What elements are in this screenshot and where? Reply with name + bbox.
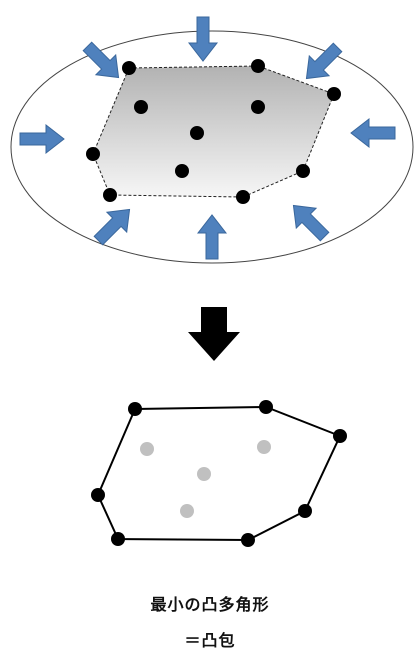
data-point bbox=[175, 164, 189, 178]
interior-point bbox=[257, 440, 271, 454]
data-point bbox=[122, 61, 136, 75]
caption-title: 最小の凸多角形 bbox=[150, 595, 270, 614]
data-point bbox=[134, 100, 148, 114]
hull-vertex-point bbox=[128, 402, 142, 416]
hull-vertex-point bbox=[333, 429, 347, 443]
interior-point bbox=[180, 504, 194, 518]
down-arrow-icon bbox=[188, 307, 240, 361]
hull-vertex-point bbox=[259, 400, 273, 414]
shaded-hull-region bbox=[92, 65, 335, 198]
data-point bbox=[296, 164, 310, 178]
convex-hull-outline bbox=[96, 405, 342, 542]
hull-vertex-point bbox=[91, 488, 105, 502]
data-point bbox=[86, 147, 100, 161]
data-point bbox=[251, 59, 265, 73]
interior-point bbox=[197, 467, 211, 481]
hull-vertex-point bbox=[298, 504, 312, 518]
hull-vertex-point bbox=[111, 532, 125, 546]
caption-subtitle: ＝凸包 bbox=[184, 631, 236, 650]
data-point bbox=[103, 188, 117, 202]
data-point bbox=[190, 126, 204, 140]
data-point bbox=[236, 190, 250, 204]
hull-vertex-point bbox=[241, 533, 255, 547]
interior-point bbox=[140, 442, 154, 456]
data-point bbox=[251, 100, 265, 114]
hull-vertex-set bbox=[91, 400, 347, 547]
interior-point-set bbox=[140, 440, 271, 518]
data-point bbox=[327, 87, 341, 101]
top-point-set bbox=[86, 59, 341, 204]
